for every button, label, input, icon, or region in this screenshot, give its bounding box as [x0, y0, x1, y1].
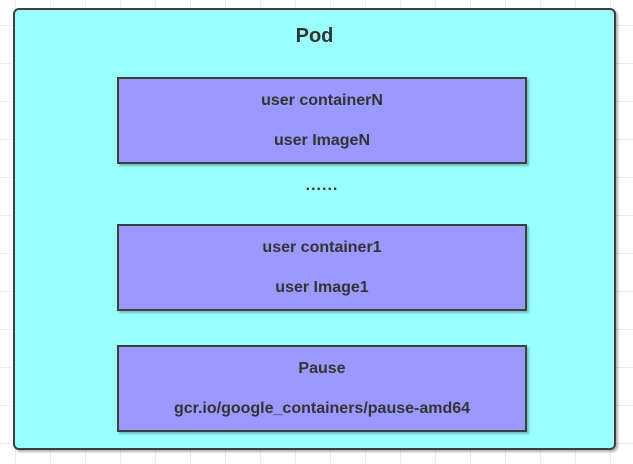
container-1-box: user container1 user Image1	[117, 224, 527, 311]
container-1-name: user container1	[262, 238, 382, 256]
pause-box: Pause gcr.io/google_containers/pause-amd…	[117, 345, 527, 432]
pause-image: gcr.io/google_containers/pause-amd64	[173, 399, 471, 417]
container-1-image: user Image1	[275, 278, 369, 296]
container-n-name: user containerN	[261, 91, 383, 109]
pod-box: Pod user containerN user ImageN ...... u…	[13, 8, 616, 450]
container-n-image: user ImageN	[273, 131, 371, 149]
ellipsis-text: ......	[305, 177, 339, 194]
pod-title: Pod	[295, 25, 334, 47]
container-n-box: user containerN user ImageN	[117, 77, 527, 164]
pause-name: Pause	[298, 359, 346, 377]
